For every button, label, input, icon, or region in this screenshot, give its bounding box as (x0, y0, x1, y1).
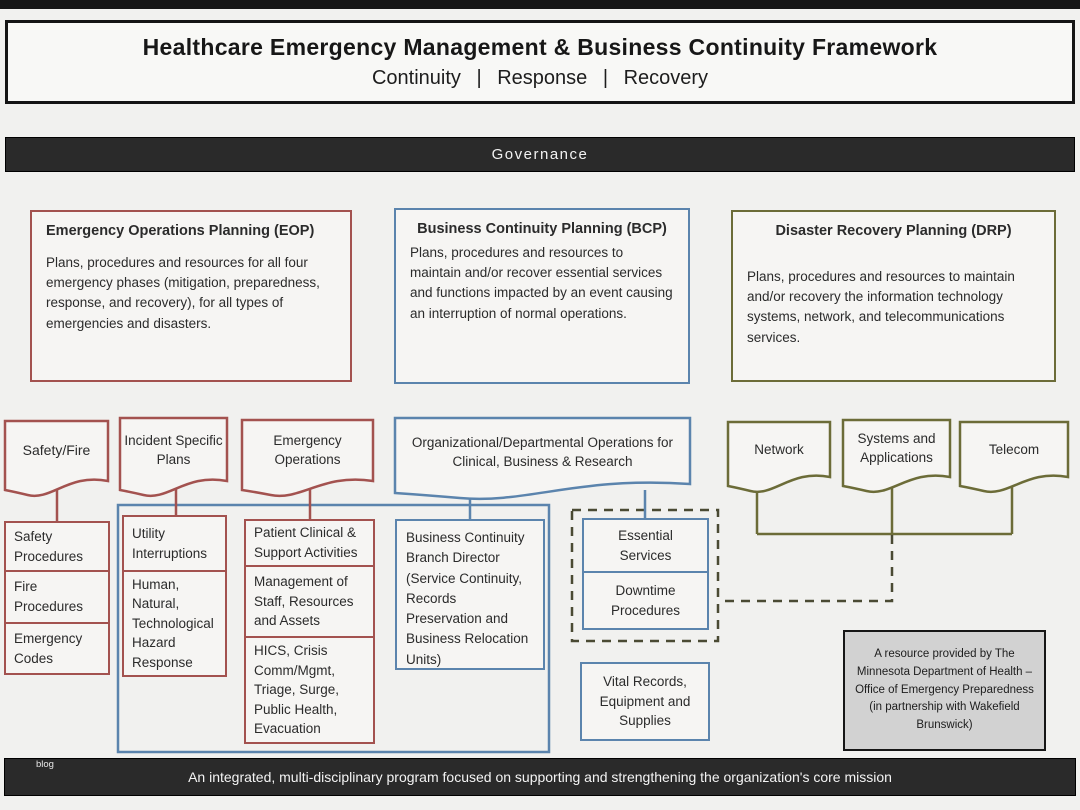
doc-label-systems-applications: Systems and Applications (857, 431, 936, 465)
essential-services-box: Essential Services (582, 518, 709, 573)
blog-watermark: blog (36, 759, 54, 770)
eop-body: Plans, procedures and resources for all … (46, 254, 320, 331)
branch-director-box: Business Continuity Branch Director (Ser… (395, 519, 545, 670)
eop-title: Emergency Operations Planning (EOP) (46, 223, 315, 239)
page-subtitle: Continuity | Response | Recovery (371, 67, 709, 89)
eop-box: Emergency Operations Planning (EOP) Plan… (30, 210, 352, 382)
resource-note-box: A resource provided by The Minnesota Dep… (843, 630, 1046, 751)
mission-text: An integrated, multi-disciplinary progra… (188, 769, 892, 785)
doc-label-org-departmental: Organizational/Departmental Operations f… (411, 435, 674, 469)
patient-clinical-box: Patient Clinical & Support Activities (244, 519, 375, 567)
top-strip (0, 0, 1080, 9)
drp-body: Plans, procedures and resources to maint… (747, 268, 1015, 345)
blue-connectors (468, 490, 647, 520)
doc-label-telecom: Telecom (988, 441, 1040, 457)
doc-label-emergency-operations: Emergency Operations (273, 433, 342, 467)
utility-interruptions-box: Utility Interruptions (122, 515, 227, 572)
doc-label-incident-plans: Incident Specific Plans (124, 433, 223, 467)
it-connectors (755, 485, 1014, 536)
hazard-response-box: Human, Natural, Technological Hazard Res… (122, 570, 227, 677)
it-dashed-connector (719, 535, 894, 603)
governance-label: Governance (491, 146, 589, 163)
title-banner: Healthcare Emergency Management & Busine… (5, 20, 1075, 104)
vital-records-box: Vital Records, Equipment and Supplies (580, 662, 710, 741)
fire-procedures-box: Fire Procedures (4, 570, 110, 624)
hics-box: HICS, Crisis Comm/Mgmt, Triage, Surge, P… (244, 636, 375, 744)
doc-label-network: Network (754, 441, 804, 457)
emergency-codes-box: Emergency Codes (4, 622, 110, 675)
bcp-title: Business Continuity Planning (BCP) (417, 221, 667, 237)
page-title: Healthcare Emergency Management & Busine… (142, 34, 938, 60)
safety-procedures-box: Safety Procedures (4, 521, 110, 572)
bcp-body: Plans, procedures and resources to maint… (410, 244, 673, 321)
bcp-box: Business Continuity Planning (BCP) Plans… (394, 208, 690, 384)
governance-bar: Governance (5, 137, 1075, 172)
mission-bar: An integrated, multi-disciplinary progra… (4, 758, 1076, 796)
drp-box: Disaster Recovery Planning (DRP) Plans, … (731, 210, 1056, 382)
staff-resources-box: Management of Staff, Resources and Asset… (244, 565, 375, 638)
drp-title: Disaster Recovery Planning (DRP) (775, 223, 1012, 239)
downtime-procedures-box: Downtime Procedures (582, 571, 709, 630)
doc-label-safety-fire: Safety/Fire (22, 442, 91, 459)
